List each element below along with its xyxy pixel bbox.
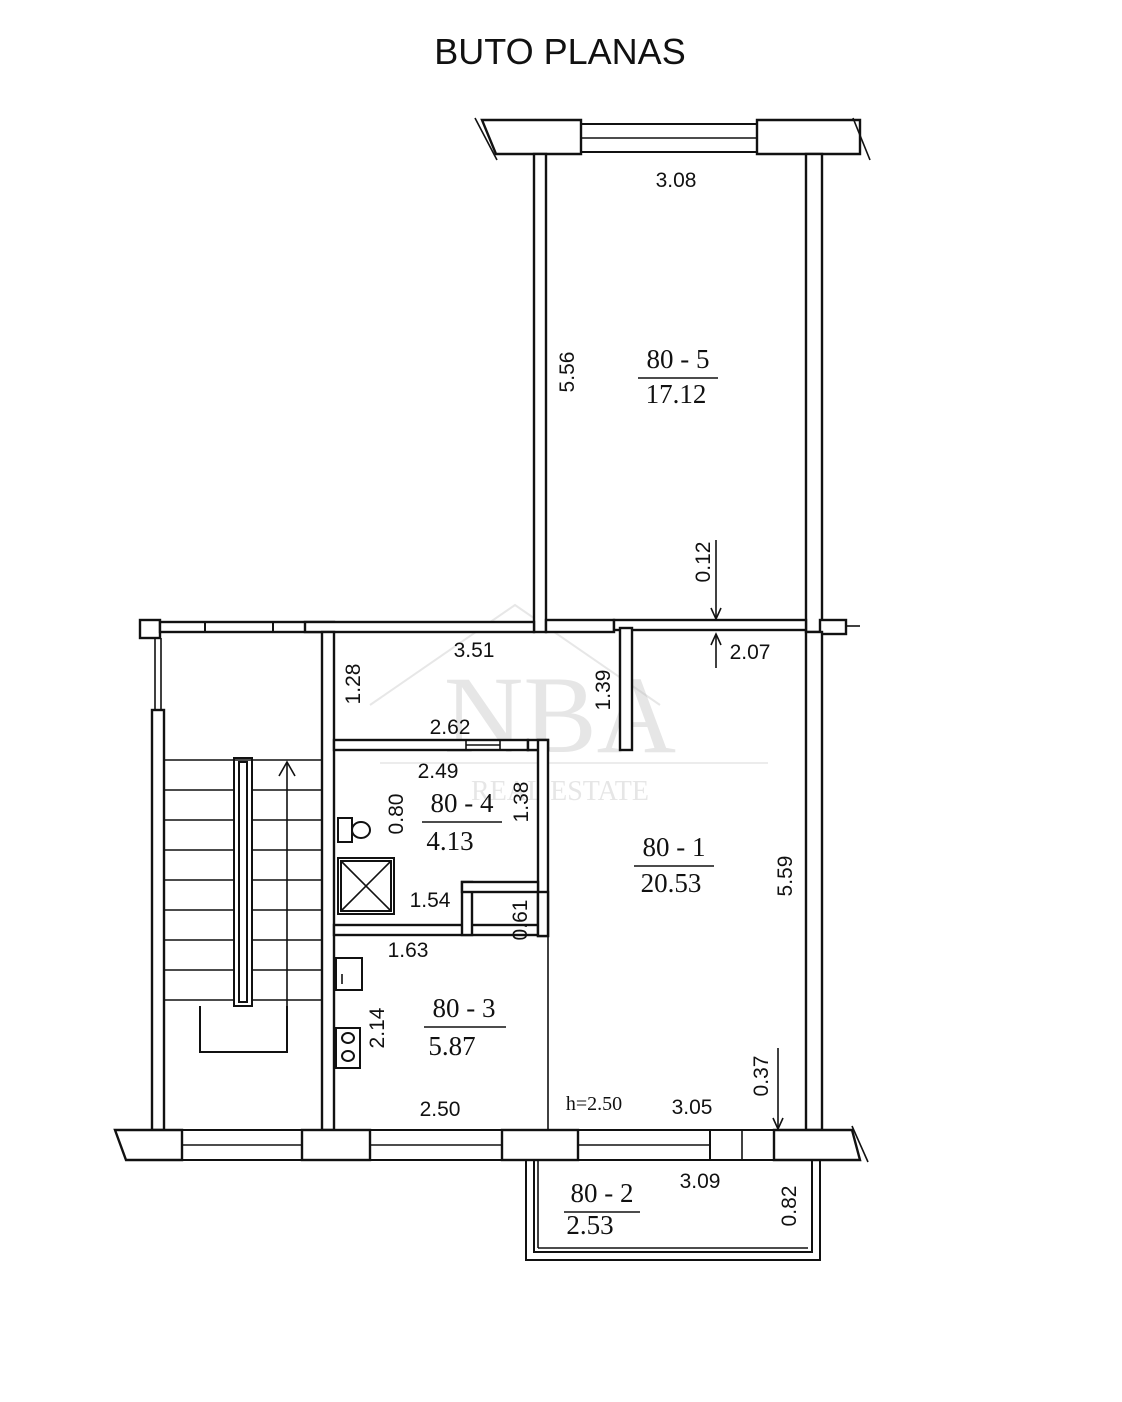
room-labels: 80 - 5 17.12 80 - 1 20.53 80 - 4 4.13 80…	[422, 344, 718, 1240]
dim-hall-width: 2.62	[430, 716, 471, 739]
dim-balcony-width: 3.09	[680, 1170, 721, 1193]
room-80-3-id: 80 - 3	[433, 993, 496, 1023]
interior-details	[465, 740, 549, 1130]
toilet-icon	[337, 817, 371, 843]
room-80-1-id: 80 - 1	[643, 832, 706, 862]
dim-room1-width-bottom: 3.05	[672, 1096, 713, 1119]
dim-room5-length: 5.56	[556, 352, 579, 393]
room-80-3-area: 5.87	[428, 1031, 475, 1061]
sink-icon	[335, 957, 363, 991]
dim-niche-depth: 0.61	[509, 900, 532, 941]
room-80-5-id: 80 - 5	[647, 344, 710, 374]
room-80-2-label: 80 - 2 2.53	[564, 1178, 640, 1240]
staircase	[164, 757, 322, 1053]
dim-room1-width-top: 2.07	[730, 641, 771, 664]
dim-room3-height: 2.14	[366, 1007, 389, 1048]
dim-balcony-depth: 0.82	[778, 1186, 801, 1227]
ceiling-height-note: h=2.50	[566, 1093, 622, 1115]
room-80-3-label: 80 - 3 5.87	[424, 993, 506, 1061]
walls	[113, 117, 871, 1261]
dim-room1-length: 5.59	[774, 856, 797, 897]
dim-room3-width-top: 1.63	[388, 939, 429, 962]
plan-title: BUTO PLANAS	[434, 31, 685, 72]
watermark: NBA REAL ESTATE	[369, 603, 768, 807]
room-80-2-area: 2.53	[566, 1210, 613, 1240]
dim-corridor-height-left: 1.28	[342, 664, 365, 705]
room-80-2-id: 80 - 2	[571, 1178, 634, 1208]
dim-room3-width-bottom: 2.50	[420, 1098, 461, 1121]
dim-room5-width: 3.08	[656, 169, 697, 192]
dim-corridor-height-right: 1.39	[592, 670, 615, 711]
dim-wall-gap: 0.12	[692, 542, 715, 583]
room-80-4-area: 4.13	[426, 826, 473, 856]
watermark-subtitle: REAL ESTATE	[471, 776, 649, 807]
room-80-5-label: 80 - 5 17.12	[638, 344, 718, 409]
dim-room4-width: 2.49	[418, 760, 459, 783]
dim-corridor-width: 3.51	[454, 639, 495, 662]
dim-window-offset: 0.37	[750, 1056, 773, 1097]
room-80-4-label: 80 - 4 4.13	[422, 788, 502, 856]
room-80-1-area: 20.53	[641, 868, 702, 898]
dim-shower-width: 1.54	[410, 889, 451, 912]
dimensions: 3.08 5.56 0.12 2.07 3.51 1.28 1.39 2.62 …	[342, 169, 801, 1226]
washbasin-icon	[335, 1027, 361, 1069]
room-80-4-id: 80 - 4	[431, 788, 494, 818]
dim-room4-depth: 0.80	[385, 794, 408, 835]
watermark-logo: NBA	[444, 654, 676, 776]
dimension-arrows	[710, 540, 784, 1131]
room-80-5-area: 17.12	[646, 379, 707, 409]
fixtures	[335, 817, 395, 1069]
dim-room4-height: 1.38	[510, 782, 533, 823]
shower-tray-icon	[337, 857, 395, 915]
room-80-1-label: 80 - 1 20.53	[634, 832, 714, 898]
